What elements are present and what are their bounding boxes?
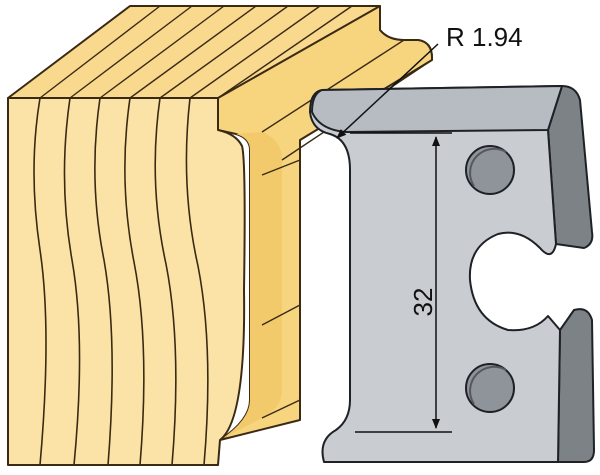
mounting-hole-bottom [465, 363, 515, 413]
knife-side-face-lower [557, 308, 595, 463]
wood-groove-shadow [220, 132, 282, 440]
knife-side-face [547, 85, 594, 249]
dimension-annotations [336, 43, 452, 433]
knife-top-bevel [311, 85, 563, 133]
cutter-knife [309, 85, 595, 463]
mounting-hole-top [465, 145, 515, 195]
wood-top-grain [39, 5, 353, 99]
radius-label: R 1.94 [446, 22, 523, 52]
wood-profile-lines [261, 39, 433, 419]
wood-grain [33, 97, 209, 466]
radius-leader [336, 43, 439, 139]
wood-front-face [7, 97, 246, 466]
dimension-label-32: 32 [408, 288, 438, 317]
